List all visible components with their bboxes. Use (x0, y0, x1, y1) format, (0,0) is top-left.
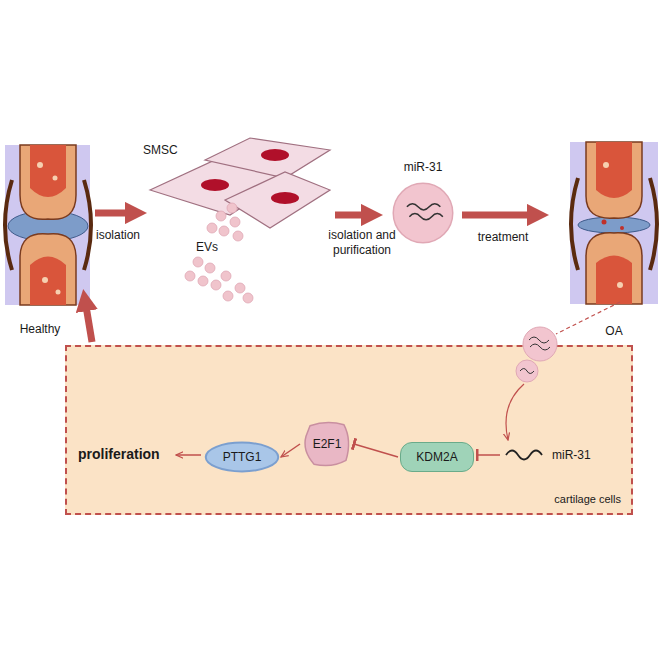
e2f1-protein: E2F1 (302, 420, 352, 468)
node-label: miR-31 (404, 160, 443, 174)
node-label: KDM2A (416, 450, 457, 464)
mirna-label: miR-31 (552, 448, 591, 463)
pttg1-protein: PTTG1 (205, 442, 279, 472)
inhibition-line (477, 454, 500, 456)
proliferation-arrow (176, 454, 201, 456)
kdm2a-protein: KDM2A (400, 442, 474, 472)
process-arrow (85, 213, 538, 342)
cartilage-cell-panel: PTTG1 E2F1KDM2A cartilage cells (65, 345, 633, 515)
oa-joint (570, 142, 658, 304)
mirna-vesicle: miR-31 (392, 182, 454, 244)
inhibition-edge (354, 444, 398, 457)
mirna-strand (506, 451, 542, 460)
node-label: cartilage cells (554, 493, 621, 505)
step-label: isolation and purification (314, 228, 410, 258)
joint-label: OA (605, 324, 622, 339)
vesicle-label: EVs (196, 240, 218, 255)
node-label: E2F1 (313, 437, 342, 451)
cell-label: SMSC (143, 143, 178, 158)
uptake-vesicle (516, 327, 557, 382)
panel-ground (65, 345, 633, 515)
uptake-arrow (506, 384, 524, 440)
activation-edge (281, 444, 300, 457)
node-label: PTTG1 (223, 450, 262, 464)
joint-label: Healthy (20, 322, 61, 337)
step-label: treatment (478, 230, 529, 245)
outcome-label: proliferation (78, 446, 160, 464)
extracellular-vesicles (185, 203, 253, 303)
healthy-joint (5, 145, 91, 305)
mirna-vesicle-outline (392, 182, 454, 244)
step-label: isolation (96, 228, 140, 243)
